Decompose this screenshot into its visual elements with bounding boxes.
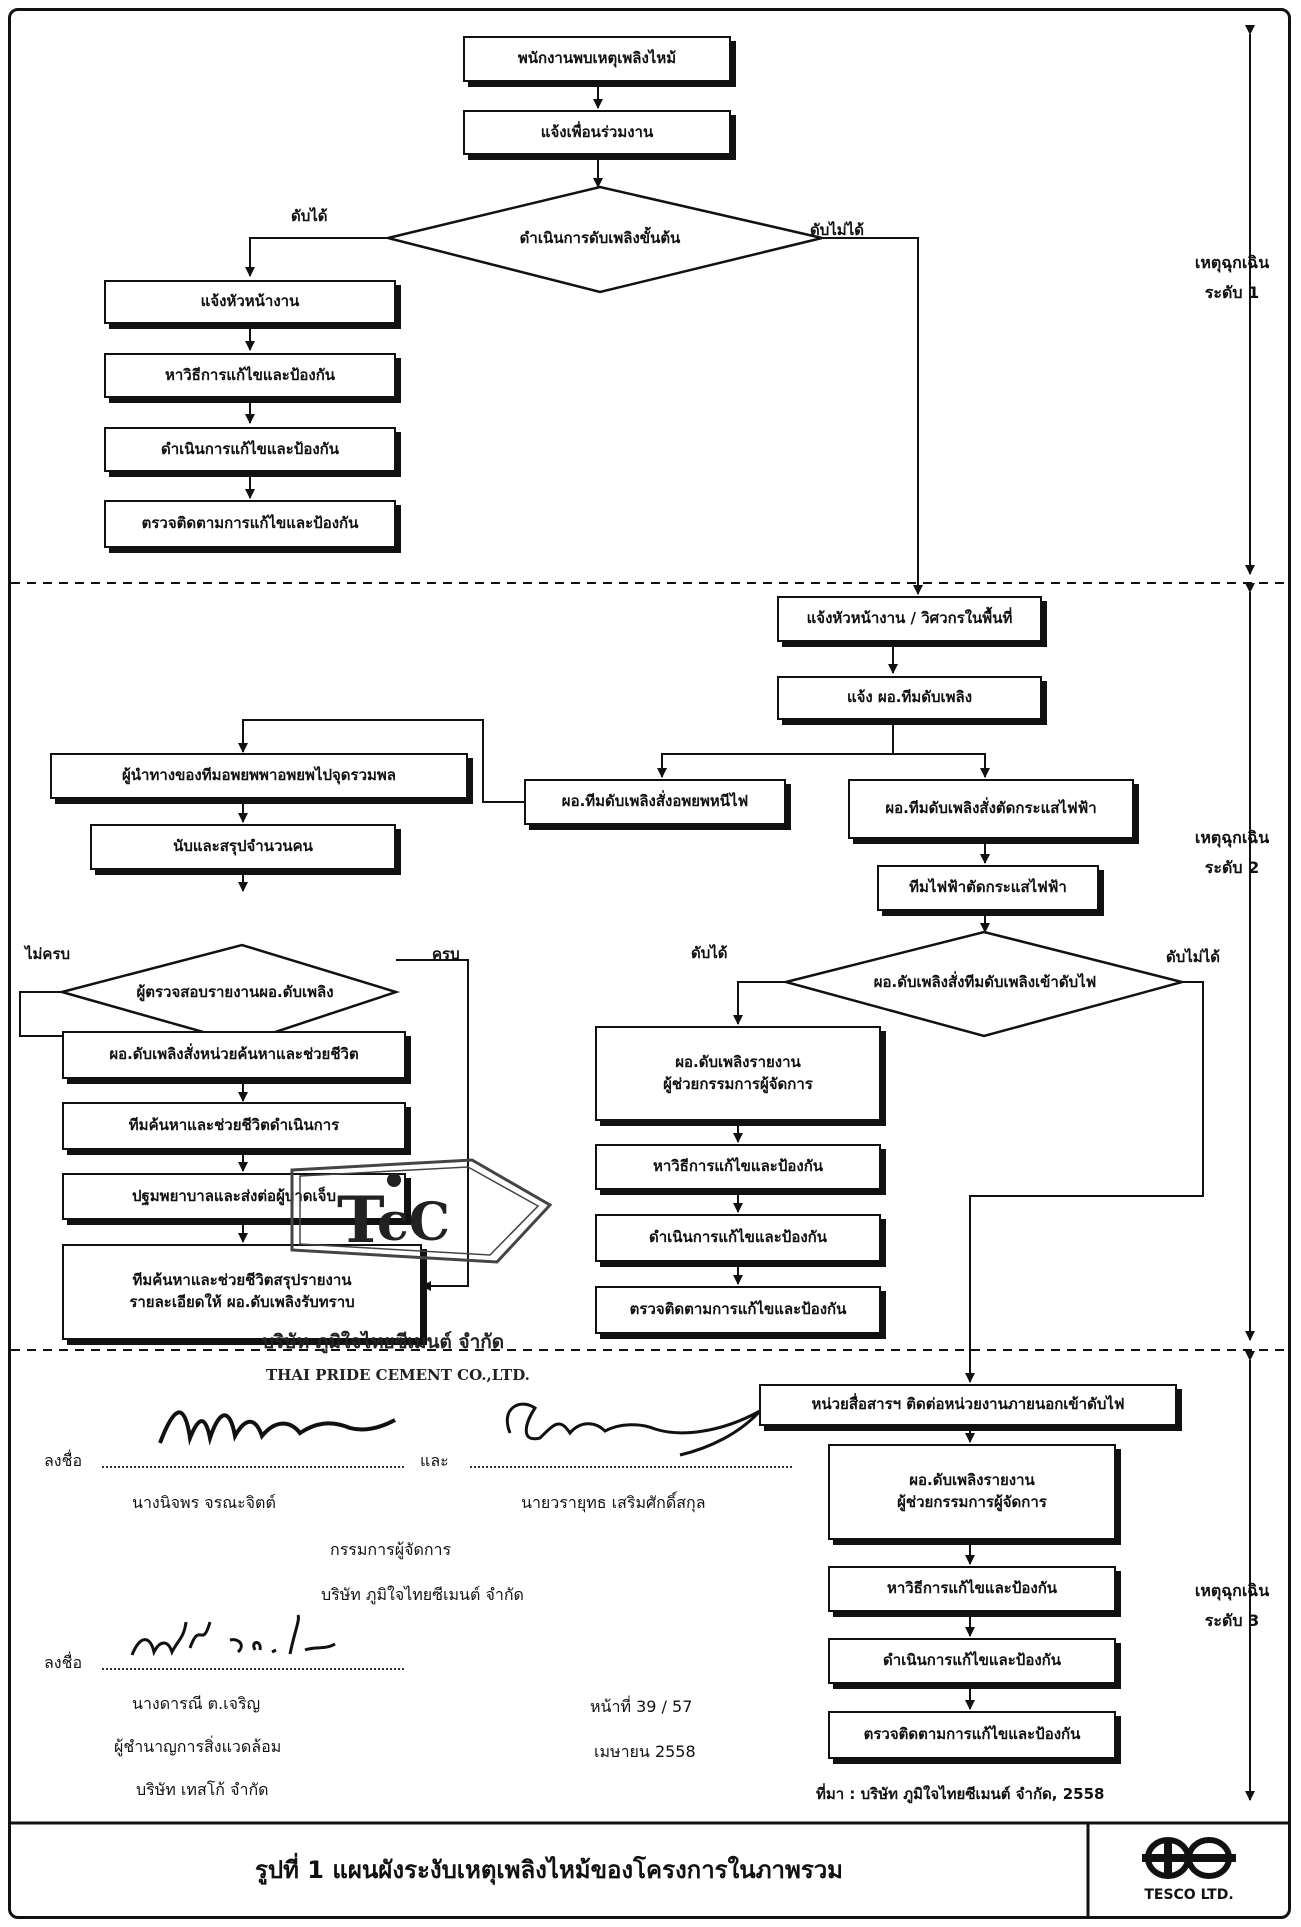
level-3-label: เหตุฉุกเฉิน ระดับ 3: [1172, 1576, 1292, 1637]
d2-yes-label: ดับได้: [691, 944, 728, 962]
role-md: กรรมการผู้จัดการ: [330, 1540, 452, 1559]
rescue-report-line-1: ทีมค้นหาและช่วยชีวิตสรุปรายงาน: [132, 1271, 352, 1290]
level-3-title: เหตุฉุกเฉิน: [1194, 1581, 1270, 1600]
d2-no-label: ดับไม่ได้: [1166, 948, 1220, 966]
box-rescue-report: ทีมค้นหาและช่วยชีวิตสรุปรายงาน รายละเอีย…: [62, 1244, 422, 1340]
signature-1: [158, 1410, 396, 1446]
signature-line-2: [470, 1448, 792, 1468]
box-report-to-assistant-md-l2: ผอ.ดับเพลิงรายงาน ผู้ช่วยกรรมการผู้จัดกา…: [595, 1026, 881, 1121]
report-l3-line-1: ผอ.ดับเพลิงรายงาน: [909, 1471, 1035, 1490]
box-find-fix-method-l1: หาวิธีการแก้ไขและป้องกัน: [104, 353, 396, 398]
company-seal: T cC: [282, 1150, 562, 1270]
signature-2: [505, 1402, 762, 1457]
level-1-label: เหตุฉุกเฉิน ระดับ 1: [1172, 248, 1292, 309]
decision-headcount-check: ผู้ตรวจสอบรายงานผอ.ดับเพลิง: [136, 983, 334, 1001]
sign-label-1: ลงชื่อ: [44, 1451, 83, 1470]
decision-fire-team-extinguish: ผอ.ดับเพลิงสั่งทีมดับเพลิงเข้าดับไฟ: [873, 973, 1097, 991]
stamp-company-en: THAI PRIDE CEMENT CO.,LTD.: [266, 1366, 530, 1384]
decision-diamond: [781, 930, 1187, 1038]
box-follow-up-l3: ตรวจติดตามการแก้ไขและป้องกัน: [828, 1711, 1116, 1759]
level-1-title: เหตุฉุกเฉิน: [1194, 253, 1270, 272]
box-electric-team-cut: ทีมไฟฟ้าตัดกระแสไฟฟ้า: [877, 865, 1099, 911]
box-evacuation-guide: ผู้นำทางของทีมอพยพพาอพยพไปจุดรวมพล: [50, 753, 468, 799]
box-find-fix-method-l2: หาวิธีการแก้ไขและป้องกัน: [595, 1144, 881, 1190]
decision-diamond: [57, 943, 401, 1045]
person-1-name: นางนิจพร จรณะจิตต์: [132, 1493, 276, 1512]
level-2-number: ระดับ 2: [1204, 858, 1260, 878]
sign-label-2: ลงชื่อ: [44, 1653, 83, 1672]
box-follow-up-l1: ตรวจติดตามการแก้ไขและป้องกัน: [104, 500, 396, 548]
box-carry-out-fix-l1: ดำเนินการแก้ไขและป้องกัน: [104, 427, 396, 472]
stamp-company-th: บริษัท ภูมิใจไทยซีเมนต์ จำกัด: [262, 1331, 505, 1353]
box-notify-supervisor-engineer: แจ้งหัวหน้างาน / วิศวกรในพื้นที่: [777, 596, 1042, 642]
box-order-power-cut: ผอ.ทีมดับเพลิงสั่งตัดกระแสไฟฟ้า: [848, 779, 1134, 839]
level-3-number: ระดับ 3: [1204, 1611, 1260, 1631]
box-follow-up-l2: ตรวจติดตามการแก้ไขและป้องกัน: [595, 1286, 881, 1334]
page-frame: [8, 8, 1291, 1919]
signature-line-3: [102, 1650, 404, 1670]
company-name-1: บริษัท ภูมิใจไทยซีเมนต์ จำกัด: [321, 1585, 524, 1604]
company-seal-graphic: T cC: [290, 1158, 553, 1264]
box-headcount: นับและสรุปจำนวนคน: [90, 824, 396, 870]
box-carry-out-fix-l3: ดำเนินการแก้ไขและป้องกัน: [828, 1638, 1116, 1684]
person-3-name: นางดารณี ต.เจริญ: [132, 1694, 261, 1713]
company-name-3: บริษัท เทสโก้ จำกัด: [136, 1780, 269, 1799]
svg-text:cC: cC: [377, 1192, 450, 1253]
box-find-fix-method-l3: หาวิธีการแก้ไขและป้องกัน: [828, 1566, 1116, 1612]
box-search-rescue-operation: ทีมค้นหาและช่วยชีวิตดำเนินการ: [62, 1102, 406, 1150]
report-l3-line-2: ผู้ช่วยกรรมการผู้จัดการ: [897, 1493, 1047, 1511]
box-carry-out-fix-l2: ดำเนินการแก้ไขและป้องกัน: [595, 1214, 881, 1262]
box-report-to-assistant-md-l3: ผอ.ดับเพลิงรายงาน ผู้ช่วยกรรมการผู้จัดกา…: [828, 1444, 1116, 1540]
svg-text:T: T: [337, 1183, 385, 1258]
signature-line-1: [102, 1448, 404, 1468]
box-order-search-rescue: ผอ.ดับเพลิงสั่งหน่วยค้นหาและช่วยชีวิต: [62, 1031, 406, 1079]
person-3-role: ผู้ชำนาญการสิ่งแวดล้อม: [114, 1737, 282, 1756]
logo-text: TESCO LTD.: [1144, 1887, 1234, 1903]
decision-diamond: [387, 185, 823, 294]
report-line-2: ผู้ช่วยกรรมการผู้จัดการ: [663, 1074, 813, 1093]
decision-initial-firefighting: ดำเนินการดับเพลิงขั้นต้น: [519, 229, 681, 247]
box-employee-finds-fire: พนักงานพบเหตุเพลิงไหม้: [463, 36, 731, 82]
d1-yes-label: ดับได้: [291, 207, 328, 225]
level-2-title: เหตุฉุกเฉิน: [1194, 828, 1270, 847]
box-notify-fire-director: แจ้ง ผอ.ทีมดับเพลิง: [777, 676, 1042, 720]
figure-caption: รูปที่ 1 แผนผังระงับเหตุเพลิงไหม้ของโครง…: [255, 1856, 843, 1884]
d1-no-label: ดับไม่ได้: [810, 221, 864, 239]
box-order-evacuation: ผอ.ทีมดับเพลิงสั่งอพยพหนีไฟ: [524, 779, 786, 825]
person-2-name: นายวรายุทธ เสริมศักดิ์สกุล: [521, 1493, 706, 1512]
report-line-1: ผอ.ดับเพลิงรายงาน: [675, 1052, 801, 1071]
level-2-label: เหตุฉุกเฉิน ระดับ 2: [1172, 823, 1292, 884]
d3-yes-label: ครบ: [432, 945, 460, 963]
and-label: และ: [420, 1451, 449, 1470]
page-number: หน้าที่ 39 / 57: [590, 1697, 693, 1716]
rescue-report-line-2: รายละเอียดให้ ผอ.ดับเพลิงรับทราบ: [129, 1293, 355, 1311]
document-date: เมษายน 2558: [594, 1742, 696, 1761]
tesco-logo: TESCO LTD.: [1090, 1823, 1288, 1916]
box-notify-coworkers: แจ้งเพื่อนร่วมงาน: [463, 110, 731, 155]
tesco-logo-icon: [1142, 1837, 1236, 1879]
box-first-aid: ปฐมพยาบาลและส่งต่อผู้บาดเจ็บ: [62, 1173, 406, 1220]
box-external-agencies: หน่วยสื่อสารฯ ติดต่อหน่วยงานภายนอกเข้าดั…: [759, 1384, 1177, 1426]
source-note: ที่มา : บริษัท ภูมิใจไทยซีเมนต์ จำกัด, 2…: [816, 1785, 1105, 1803]
level-1-number: ระดับ 1: [1204, 283, 1260, 303]
box-notify-supervisor: แจ้งหัวหน้างาน: [104, 280, 396, 324]
d3-no-label: ไม่ครบ: [25, 945, 71, 963]
signature-3: [130, 1614, 336, 1657]
